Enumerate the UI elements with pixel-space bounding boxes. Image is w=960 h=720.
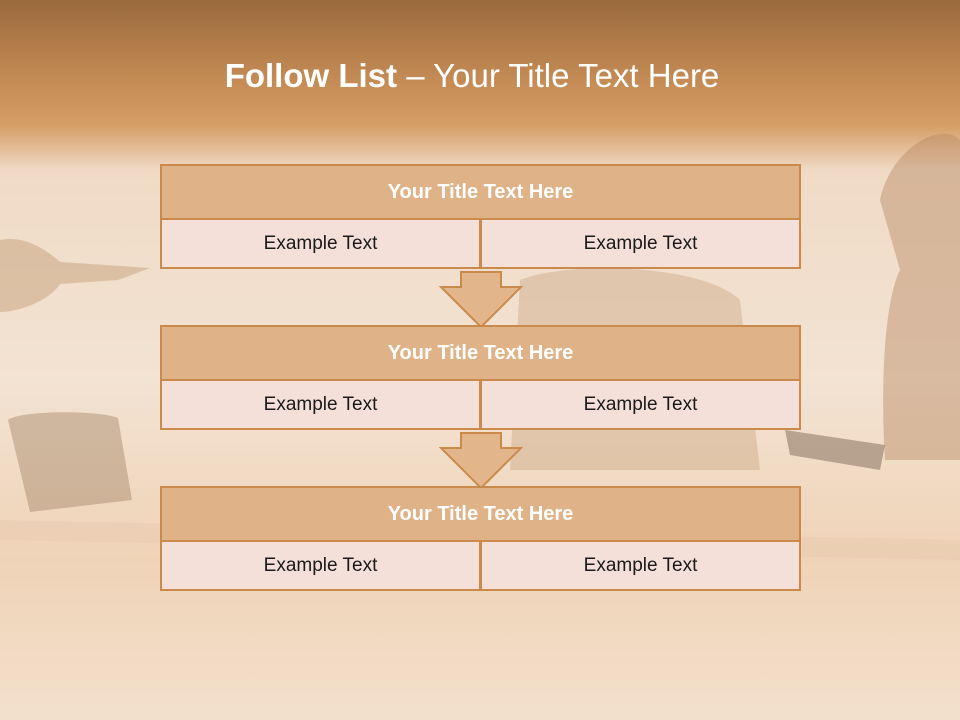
block-cell-right: Example Text bbox=[481, 381, 801, 430]
slide-title-bold: Follow List bbox=[224, 57, 398, 94]
down-arrow-icon bbox=[439, 271, 523, 329]
slide-title: Follow List – Your Title Text Here bbox=[0, 56, 944, 96]
block-cell-left: Example Text bbox=[160, 220, 481, 269]
down-arrow-icon bbox=[439, 432, 523, 490]
block-title: Your Title Text Here bbox=[160, 486, 801, 542]
block-row: Example Text Example Text bbox=[160, 220, 801, 269]
list-block-2: Your Title Text Here Example Text Exampl… bbox=[160, 325, 801, 430]
slide-title-rest: – Your Title Text Here bbox=[397, 57, 720, 94]
block-cell-left: Example Text bbox=[160, 381, 481, 430]
list-block-1: Your Title Text Here Example Text Exampl… bbox=[160, 164, 801, 269]
block-cell-right: Example Text bbox=[481, 220, 801, 269]
block-title: Your Title Text Here bbox=[160, 164, 801, 220]
block-title: Your Title Text Here bbox=[160, 325, 801, 381]
list-block-3: Your Title Text Here Example Text Exampl… bbox=[160, 486, 801, 591]
block-row: Example Text Example Text bbox=[160, 381, 801, 430]
block-cell-right: Example Text bbox=[481, 542, 801, 591]
block-row: Example Text Example Text bbox=[160, 542, 801, 591]
block-cell-left: Example Text bbox=[160, 542, 481, 591]
